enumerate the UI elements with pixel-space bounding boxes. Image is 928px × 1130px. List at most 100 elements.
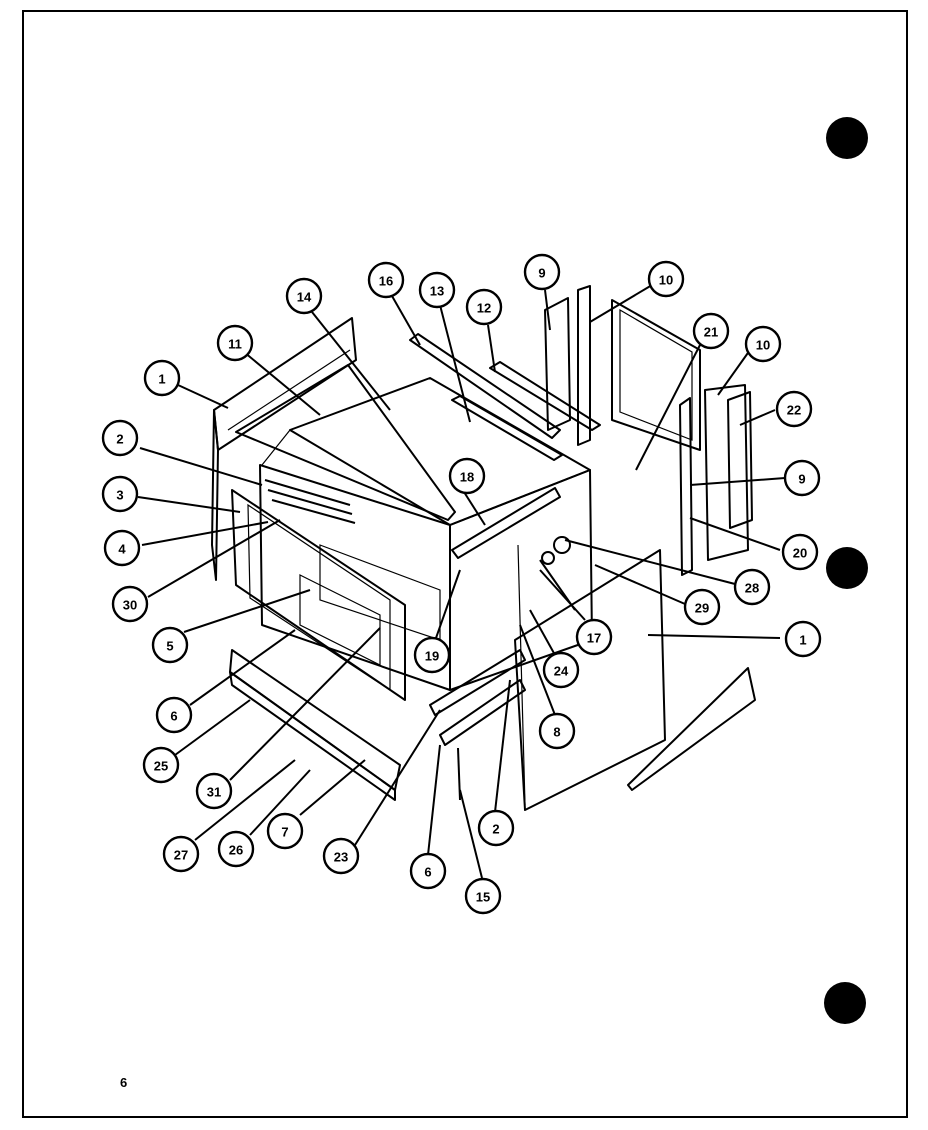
callout-circle (418, 271, 456, 309)
callout-circle (217, 830, 255, 868)
callout-label: 19 (425, 649, 439, 664)
callout-circle (111, 585, 149, 623)
callout-9a: 9 (783, 459, 821, 497)
callout-label: 25 (154, 759, 168, 774)
callout-label: 31 (207, 785, 221, 800)
callout-label: 5 (166, 639, 173, 654)
callout-label: 12 (477, 301, 491, 316)
callout-circle (155, 696, 193, 734)
callout-label: 26 (229, 843, 243, 858)
callout-circle (266, 812, 304, 850)
callout-10a: 10 (744, 325, 782, 363)
callout-label: 14 (297, 290, 312, 305)
leader-lines (137, 284, 786, 879)
callout-11: 11 (216, 324, 254, 362)
callout-circle (542, 651, 580, 689)
callout-circle (195, 772, 233, 810)
callout-23: 23 (322, 837, 360, 875)
callout-22: 22 (775, 390, 813, 428)
callout-circle (775, 390, 813, 428)
callout-label: 23 (334, 850, 348, 865)
punch-hole-bottom (824, 982, 866, 1024)
callout-5: 5 (151, 626, 189, 664)
callout-circle (744, 325, 782, 363)
callout-10b: 10 (647, 260, 685, 298)
callout-30: 30 (111, 585, 149, 623)
callout-6b: 6 (409, 852, 447, 890)
callout-circle (103, 529, 141, 567)
callout-26: 26 (217, 830, 255, 868)
callout-label: 28 (745, 581, 759, 596)
callout-label: 11 (228, 337, 242, 352)
callout-circle (692, 312, 730, 350)
callout-13: 13 (418, 271, 456, 309)
callout-circle (464, 877, 502, 915)
callout-circle (465, 288, 503, 326)
callout-label: 7 (281, 825, 288, 840)
callout-20: 20 (781, 533, 819, 571)
callout-label: 4 (118, 542, 126, 557)
callout-label: 2 (492, 822, 499, 837)
callout-circle (162, 835, 200, 873)
callout-label: 21 (704, 325, 718, 340)
callout-label: 24 (554, 664, 569, 679)
callout-1a: 1 (143, 359, 181, 397)
callout-29: 29 (683, 588, 721, 626)
callout-circle (413, 636, 451, 674)
callout-label: 8 (553, 725, 560, 740)
callout-circle (409, 852, 447, 890)
callout-31: 31 (195, 772, 233, 810)
callout-16: 16 (367, 261, 405, 299)
callout-circle (647, 260, 685, 298)
page-border (22, 10, 908, 1118)
callout-7: 7 (266, 812, 304, 850)
callout-label: 1 (158, 372, 165, 387)
callout-circle (216, 324, 254, 362)
callout-18: 18 (448, 457, 486, 495)
callout-circle (784, 620, 822, 658)
callout-21: 21 (692, 312, 730, 350)
callout-circle (781, 533, 819, 571)
callout-circle (142, 746, 180, 784)
callout-label: 9 (538, 266, 545, 281)
callout-label: 9 (798, 472, 805, 487)
callout-label: 22 (787, 403, 801, 418)
callout-9b: 9 (523, 253, 561, 291)
callout-circle (523, 253, 561, 291)
callout-1b: 1 (784, 620, 822, 658)
callout-circle (367, 261, 405, 299)
callout-label: 27 (174, 848, 188, 863)
callout-3: 3 (101, 475, 139, 513)
callout-15: 15 (464, 877, 502, 915)
callout-label: 1 (799, 633, 806, 648)
callout-circle (101, 419, 139, 457)
callout-label: 6 (170, 709, 177, 724)
callout-circle (733, 568, 771, 606)
callout-label: 13 (430, 284, 444, 299)
callout-circle (683, 588, 721, 626)
callout-label: 2 (116, 432, 123, 447)
callout-label: 30 (123, 598, 137, 613)
callout-28: 28 (733, 568, 771, 606)
callout-label: 3 (116, 488, 123, 503)
callout-19: 19 (413, 636, 451, 674)
callout-label: 10 (756, 338, 770, 353)
page-number: 6 (120, 1075, 128, 1090)
callout-label: 20 (793, 546, 807, 561)
callout-circle (538, 712, 576, 750)
callout-14: 14 (285, 277, 323, 315)
punch-hole-top (826, 117, 868, 159)
callout-25: 25 (142, 746, 180, 784)
callout-circle (151, 626, 189, 664)
callout-circle (575, 618, 613, 656)
callout-24: 24 (542, 651, 580, 689)
callout-2a: 2 (101, 419, 139, 457)
callout-label: 17 (587, 631, 601, 646)
callout-label: 29 (695, 601, 709, 616)
callout-4: 4 (103, 529, 141, 567)
callout-label: 6 (424, 865, 431, 880)
callout-label: 18 (460, 470, 474, 485)
callout-circle (322, 837, 360, 875)
